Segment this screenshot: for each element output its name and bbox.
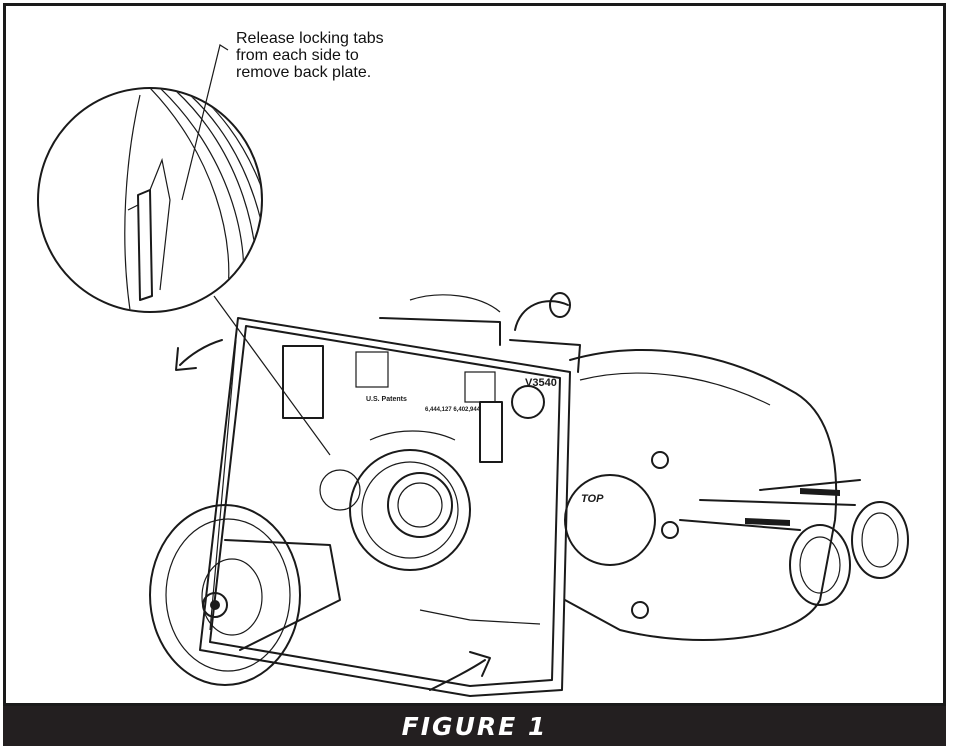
figure-caption: FIGURE 1 xyxy=(401,711,548,741)
callout-text: Release locking tabs from each side to r… xyxy=(236,30,384,81)
model-label: V3540 xyxy=(525,377,557,389)
caption-bar: FIGURE 1 xyxy=(3,706,946,746)
back-plate xyxy=(199,317,571,697)
valve-illustration: U.S. Patents 6,444,127 6,402,944 V3540 T… xyxy=(37,44,909,697)
curved-arrow-icon xyxy=(429,651,491,691)
detail-magnifier xyxy=(37,44,263,313)
valve-body xyxy=(564,349,909,641)
figure-frame xyxy=(3,3,946,706)
patents-label: U.S. Patents xyxy=(366,396,407,403)
timer-dial xyxy=(149,504,341,686)
patent-numbers-label: 6,444,127 6,402,944 xyxy=(425,407,481,413)
curved-arrow-icon xyxy=(175,339,223,371)
top-marking-label: TOP xyxy=(581,493,604,505)
leader-line xyxy=(213,295,331,456)
top-elbow xyxy=(379,292,581,373)
